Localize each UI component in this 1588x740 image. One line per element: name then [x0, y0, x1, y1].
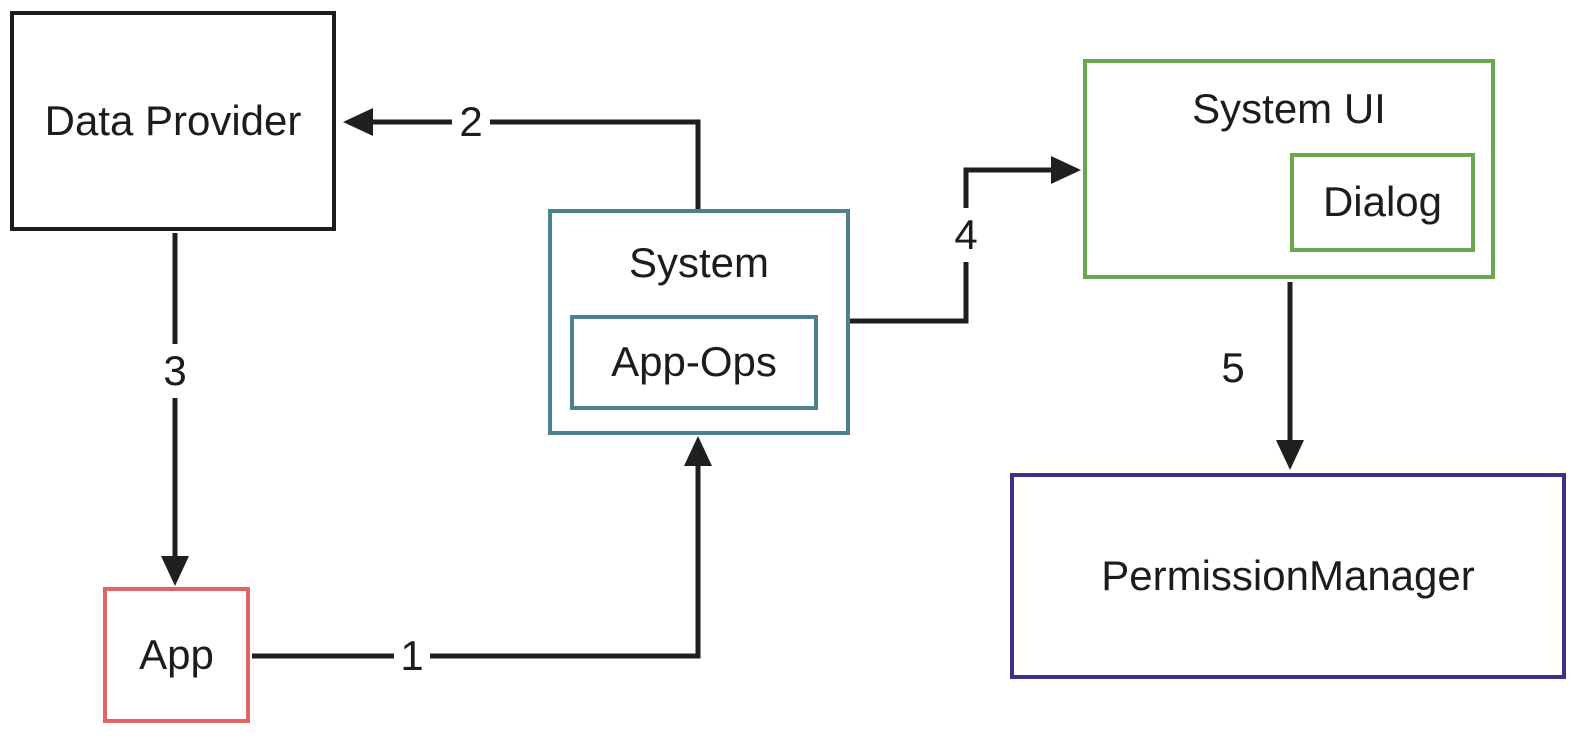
edge-5-arrowhead-down	[1276, 440, 1304, 470]
node-app-ops-label: App-Ops	[611, 338, 777, 386]
edge-2-line	[490, 119, 701, 209]
edge-3-label: 3	[163, 347, 187, 394]
edge-4-line	[963, 167, 1053, 208]
node-system: System App-Ops	[548, 209, 850, 435]
node-system-label: System	[628, 239, 770, 286]
edge-4-arrowhead-right	[1051, 156, 1081, 184]
edge-3-arrowhead-down	[161, 556, 189, 586]
edge-1-arrowhead-up	[684, 436, 712, 466]
node-dialog: Dialog	[1290, 153, 1475, 252]
edge-5-label: 5	[1221, 344, 1245, 391]
node-data-provider: Data Provider	[10, 11, 336, 231]
node-system-ui: System UI Dialog	[1083, 59, 1495, 279]
node-permission-manager: PermissionManager	[1010, 473, 1566, 679]
node-app: App	[103, 587, 250, 723]
edge-2-label: 2	[459, 98, 483, 145]
node-app-label: App	[139, 630, 214, 678]
node-dialog-label: Dialog	[1322, 178, 1443, 226]
edge-1-label: 1	[400, 632, 424, 679]
node-app-ops: App-Ops	[570, 315, 818, 410]
edge-1-line	[430, 464, 701, 659]
edge-4-line	[850, 262, 969, 324]
node-permission-manager-label: PermissionManager	[1101, 551, 1475, 599]
node-data-provider-label: Data Provider	[44, 96, 302, 144]
node-system-ui-label: System UI	[1192, 85, 1386, 132]
edge-2-arrowhead-left	[343, 108, 373, 136]
edge-4-label: 4	[954, 211, 978, 258]
